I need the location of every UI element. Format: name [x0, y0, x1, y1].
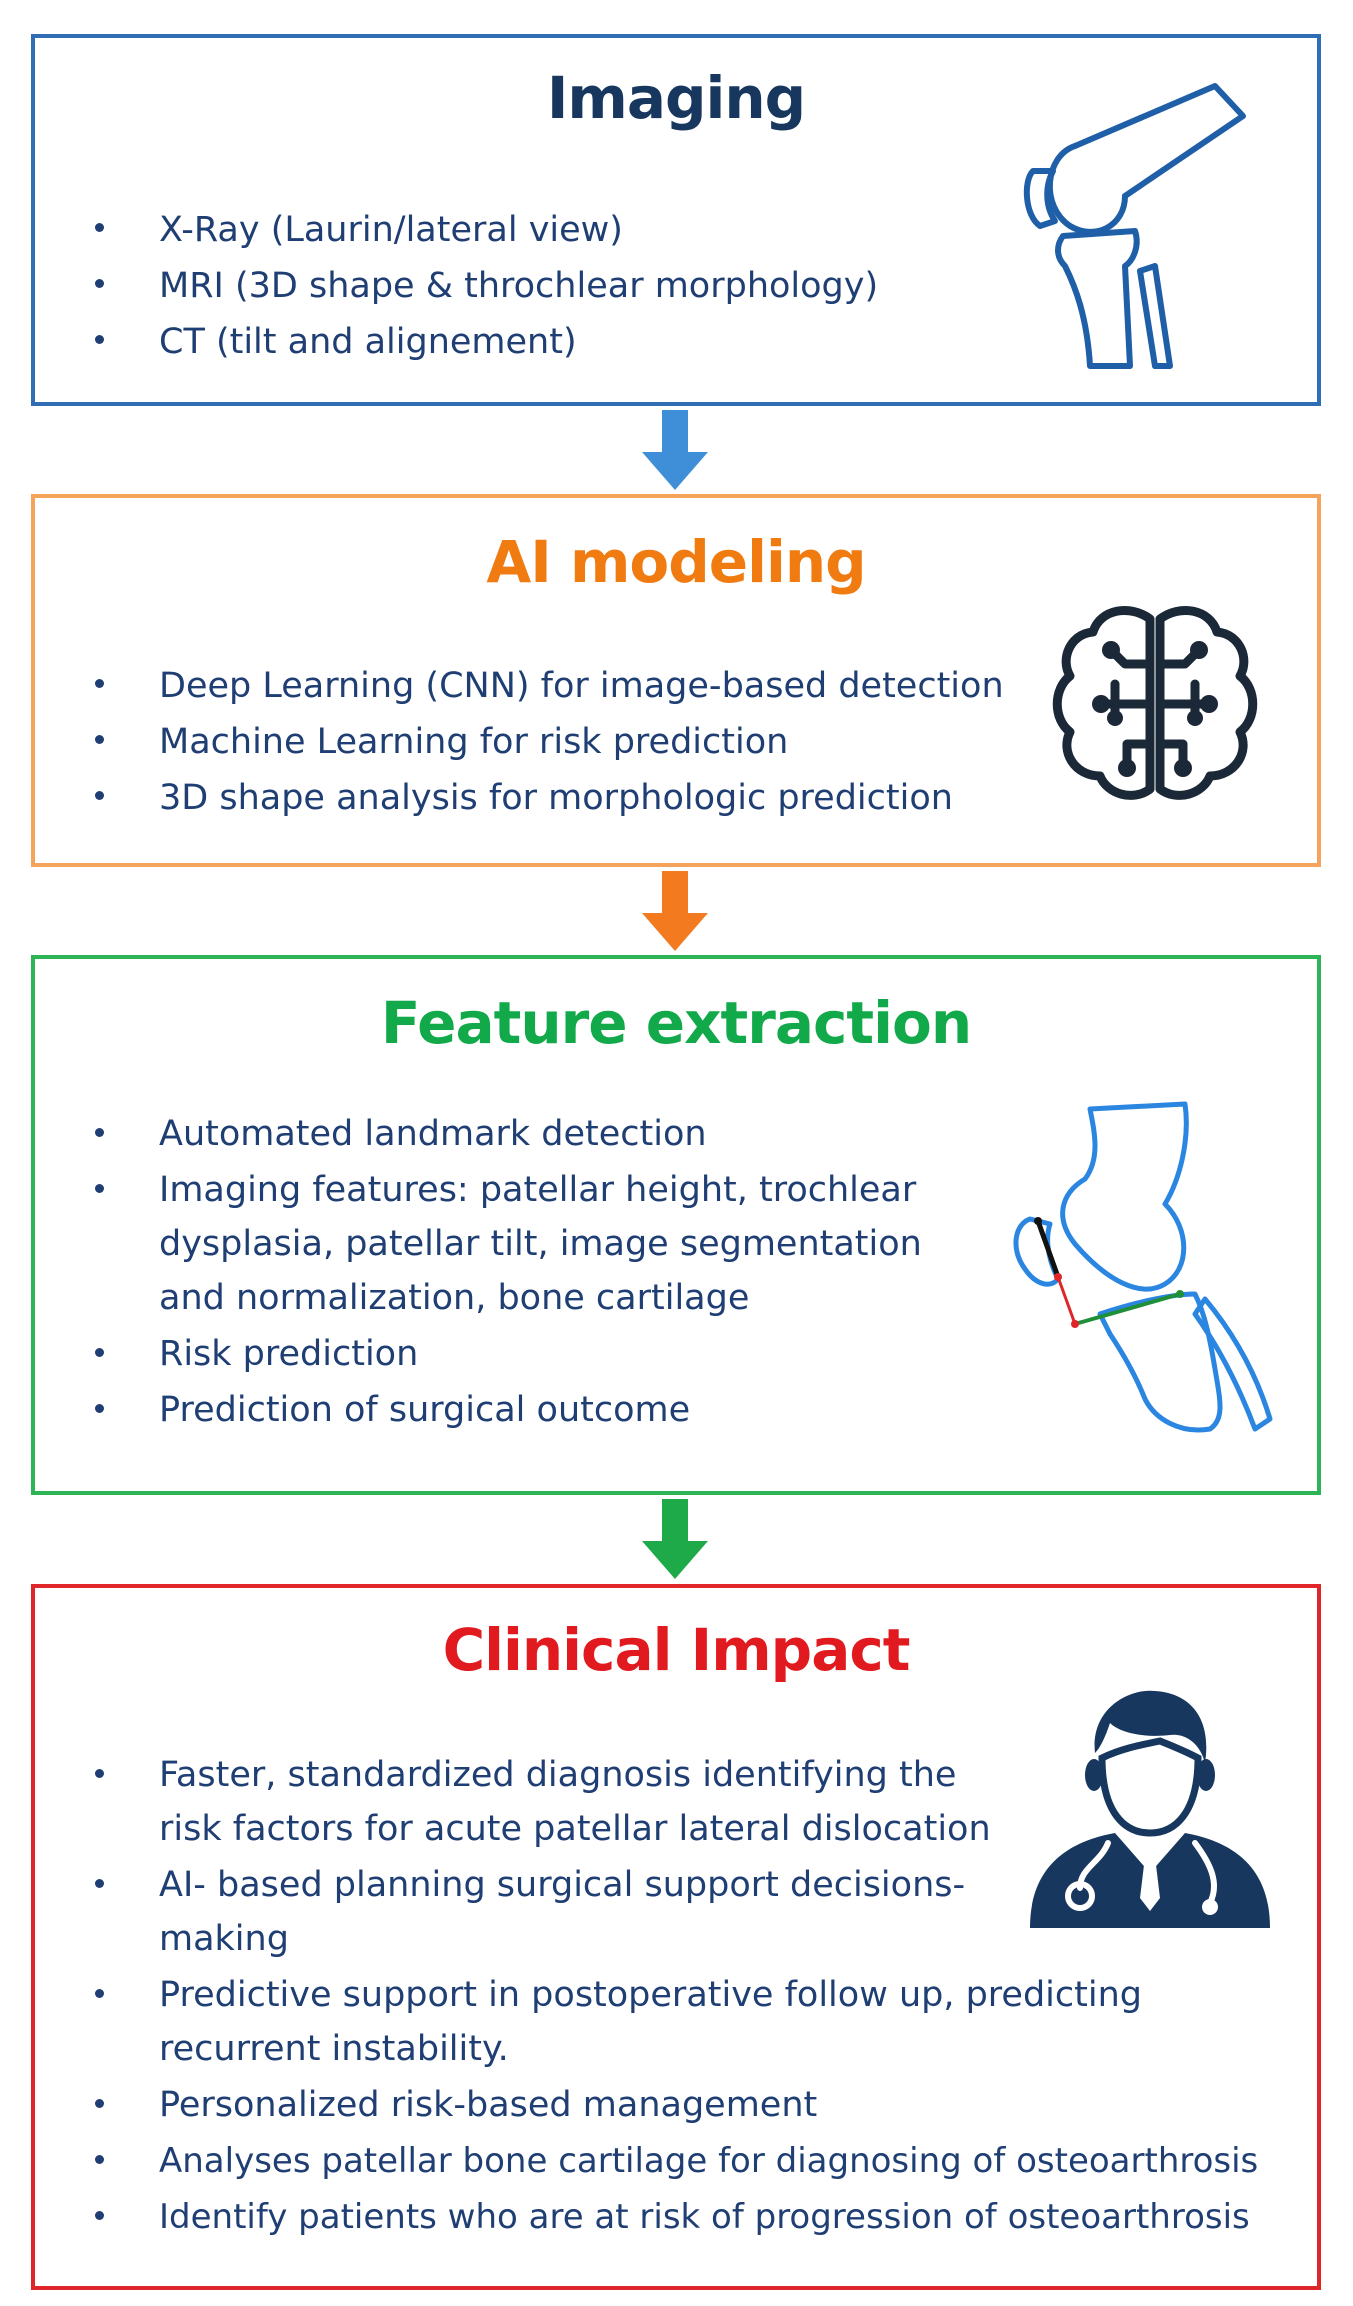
feature-extraction-title: Feature extraction: [380, 989, 972, 1057]
arrow-down-icon: [642, 871, 708, 951]
knee-joint-icon: [1023, 83, 1246, 369]
clinical-impact-box: Clinical Impact Faster, standardized dia…: [31, 1584, 1321, 2290]
list-item: Machine Learning for risk prediction: [95, 714, 1004, 770]
clinical-impact-list: Faster, standardized diagnosis identifyi…: [95, 1748, 1325, 2246]
list-item: Personalized risk-based management: [95, 2078, 1325, 2132]
list-item: Identify patients who are at risk of pro…: [95, 2190, 1325, 2244]
ai-modeling-list: Deep Learning (CNN) for image-based dete…: [95, 658, 1004, 826]
feature-extraction-list: Automated landmark detection Imaging fea…: [95, 1107, 975, 1439]
arrow-down-icon: [642, 410, 708, 490]
feature-extraction-box: Feature extraction Automated landmark de…: [31, 955, 1321, 1495]
list-item: Predictive support in postoperative foll…: [95, 1968, 1259, 2076]
ai-modeling-box: AI modeling Deep Learning (CNN) for imag…: [31, 494, 1321, 867]
list-item: AI- based planning surgical support deci…: [95, 1858, 999, 1966]
imaging-title: Imaging: [546, 64, 806, 132]
list-item: Deep Learning (CNN) for image-based dete…: [95, 658, 1004, 714]
imaging-list: X-Ray (Laurin/lateral view) MRI (3D shap…: [95, 202, 878, 370]
ai-modeling-title: AI modeling: [486, 528, 866, 596]
list-item: Risk prediction: [95, 1327, 975, 1381]
imaging-box: Imaging X-Ray (Laurin/lateral view) MRI …: [31, 34, 1321, 406]
list-item: Prediction of surgical outcome: [95, 1383, 975, 1437]
clinical-impact-title: Clinical Impact: [442, 1616, 911, 1684]
list-item: X-Ray (Laurin/lateral view): [95, 202, 878, 258]
list-item: MRI (3D shape & throchlear morphology): [95, 258, 878, 314]
list-item: Faster, standardized diagnosis identifyi…: [95, 1748, 999, 1856]
arrow-down-icon: [642, 1499, 708, 1579]
list-item: 3D shape analysis for morphologic predic…: [95, 770, 1004, 826]
list-item: Analyses patellar bone cartilage for dia…: [95, 2134, 1325, 2188]
knee-landmark-icon: [1013, 1101, 1273, 1433]
brain-circuit-icon: [1052, 606, 1258, 800]
list-item: Imaging features: patellar height, troch…: [95, 1163, 975, 1325]
list-item: Automated landmark detection: [95, 1107, 975, 1161]
doctor-icon: [1030, 1690, 1270, 1928]
list-item: CT (tilt and alignement): [95, 314, 878, 370]
